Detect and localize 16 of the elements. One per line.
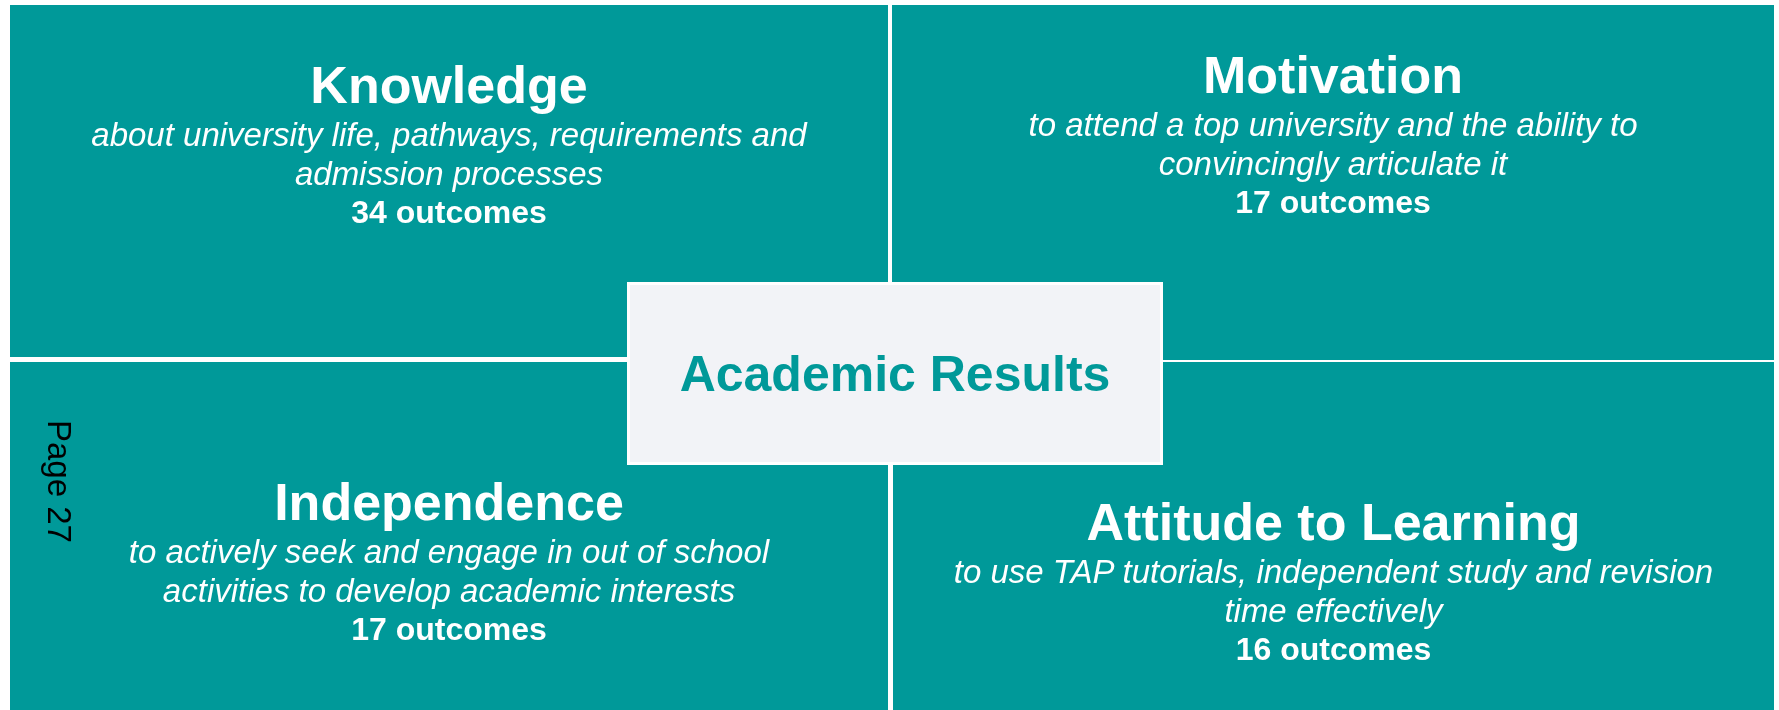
panel-heading: Independence	[274, 472, 624, 532]
center-label: Academic Results	[679, 344, 1111, 403]
center-box	[627, 282, 1163, 465]
panel-heading: Attitude to Learning	[1086, 492, 1581, 552]
panel-heading: Knowledge	[310, 55, 588, 115]
quadrant-panel	[10, 5, 888, 357]
outcome-count: 17 outcomes	[351, 610, 547, 648]
panel-heading: Motivation	[1203, 45, 1463, 105]
panel-description: to use TAP tutorials, independent study and revision time effectively	[953, 552, 1714, 630]
outcome-count: 34 outcomes	[351, 193, 547, 231]
panel-description: about university life, pathways, requirements and admission processes	[90, 115, 809, 193]
panel-description: to actively seek and engage in out of school activities to develop academic interests	[127, 532, 771, 610]
outcome-count: 16 outcomes	[1235, 630, 1432, 668]
page-number: Page 27	[40, 420, 78, 543]
panel-description: to attend a top university and the ability to convincingly articulate it	[1027, 105, 1639, 183]
outcome-count: 17 outcomes	[1235, 183, 1431, 221]
